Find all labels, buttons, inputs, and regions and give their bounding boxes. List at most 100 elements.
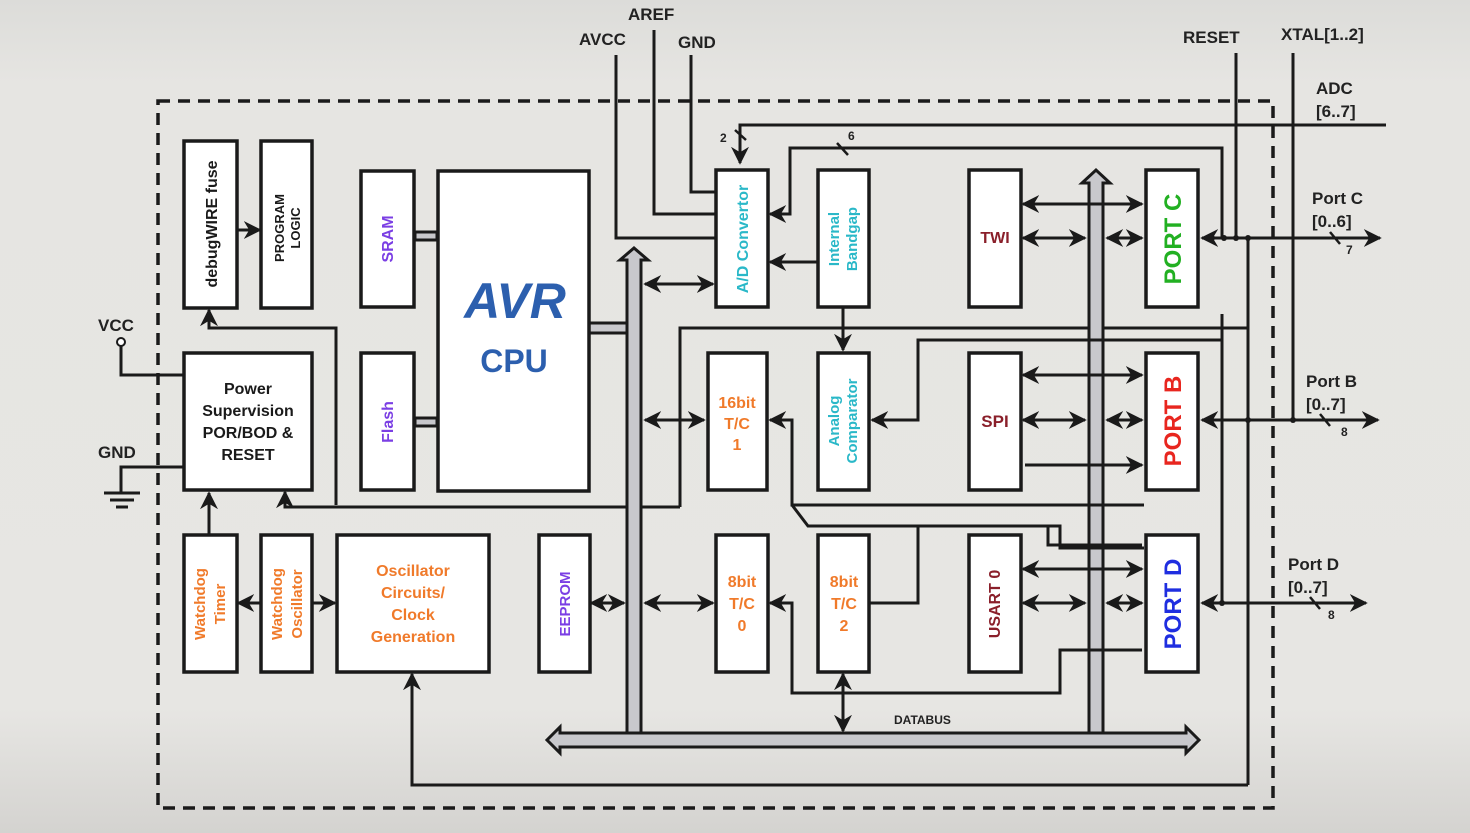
block-label: PORT C (1160, 194, 1187, 285)
wire-port-tc0 (768, 594, 1142, 695)
block-sram[interactable]: SRAM (359, 169, 416, 309)
block-label: Power (224, 381, 272, 398)
block-power-supervision[interactable]: Power Supervision POR/BOD & RESET (182, 351, 314, 492)
pin-label-adc: ADC (1316, 79, 1353, 98)
wire-adc-67 (731, 123, 1386, 165)
block-label: SPI (981, 412, 1008, 431)
ground-symbol-icon (104, 491, 140, 509)
block-label: 16bit (718, 395, 756, 412)
block-watchdog-timer[interactable]: Watchdog Timer (182, 533, 239, 674)
block-label: CPU (480, 343, 548, 379)
block-label: Generation (371, 629, 455, 646)
block-label: Flash (380, 401, 397, 443)
pin-label-reset: RESET (1183, 28, 1240, 47)
block-label: PROGRAM (272, 194, 287, 262)
bus-sram-cpu (413, 230, 439, 242)
block-spi[interactable]: SPI (967, 351, 1023, 492)
wire-avcc (614, 55, 716, 240)
block-port-b[interactable]: PORT B (1144, 351, 1200, 492)
wire-vcc (119, 346, 184, 377)
block-label: POR/BOD & (203, 425, 294, 442)
databus-label: DATABUS (894, 713, 951, 727)
block-label: Supervision (202, 403, 294, 420)
block-label: 2 (840, 618, 849, 635)
block-internal-bandgap[interactable]: Internal Bandgap (816, 168, 871, 309)
wire-portc-adc (768, 146, 1224, 238)
block-twi[interactable]: TWI (967, 168, 1023, 309)
block-usart0[interactable]: USART 0 (967, 533, 1023, 674)
block-label: PORT B (1160, 376, 1187, 467)
wire-gnd-top (689, 55, 716, 194)
wire-tc1-portd (790, 504, 1144, 550)
block-label: USART 0 (987, 570, 1004, 639)
databus-vertical-left (615, 246, 653, 737)
junction (1233, 235, 1239, 241)
block-label: Bandgap (844, 207, 861, 271)
block-label: RESET (221, 447, 275, 464)
pin-label-portc-range: [0..6] (1312, 212, 1352, 231)
block-label: Comparator (844, 378, 861, 463)
block-label: Oscillator (289, 569, 306, 638)
block-label: Watchdog (192, 568, 209, 640)
block-label: T/C (831, 596, 857, 613)
block-label: Internal (826, 212, 843, 266)
wire-reset-debugwire (200, 308, 338, 505)
block-label: Watchdog (269, 568, 286, 640)
block-tc1-16bit[interactable]: 16bit T/C 1 (706, 351, 769, 492)
block-label: SRAM (380, 215, 397, 262)
block-label: TWI (980, 230, 1009, 247)
block-label: T/C (729, 596, 755, 613)
pin-label-portd-range: [0..7] (1288, 578, 1328, 597)
bus-slash-adc (734, 129, 747, 141)
block-label: LOGIC (288, 207, 303, 249)
bus-width-adc-mux: 2 (720, 131, 727, 145)
bus-cpu-databus (587, 321, 631, 335)
pin-label-portd: Port D (1288, 555, 1339, 574)
databus-horizontal (544, 723, 1202, 757)
bus-width-portc: 7 (1346, 243, 1353, 257)
bus-slash-portd (1309, 596, 1321, 610)
bus-width-bandgap: 6 (848, 129, 855, 143)
block-label: T/C (724, 416, 750, 433)
wire-gnd-left (119, 465, 184, 492)
block-analog-comparator[interactable]: Analog Comparator (816, 351, 871, 492)
block-label: Analog (826, 396, 843, 447)
block-label: Timer (212, 584, 229, 625)
block-watchdog-oscillator[interactable]: Watchdog Oscillator (259, 533, 314, 674)
bus-flash-cpu (413, 416, 439, 428)
bus-width-portb: 8 (1341, 425, 1348, 439)
block-label: EEPROM (557, 571, 574, 636)
block-tc0-8bit[interactable]: 8bit T/C 0 (714, 533, 770, 674)
block-ad-converter[interactable]: A/D Convertor (714, 168, 770, 309)
block-program-logic[interactable]: PROGRAM LOGIC (259, 139, 314, 310)
block-port-c[interactable]: PORT C (1144, 168, 1200, 309)
wire-xtal-clock (403, 672, 1248, 787)
vcc-terminal-icon (116, 337, 126, 347)
block-oscillator-clock-generation[interactable]: Oscillator Circuits/ Clock Generation (335, 533, 491, 674)
wire-reset-power (276, 490, 680, 509)
block-label: PORT D (1160, 559, 1187, 650)
pin-label-avcc: AVCC (579, 30, 626, 49)
block-label: 8bit (728, 574, 757, 591)
junction (1209, 235, 1215, 241)
pin-label-vcc: VCC (98, 316, 134, 335)
block-label: Circuits/ (381, 585, 446, 602)
block-debugwire-fuse[interactable]: debugWIRE fuse (182, 139, 239, 310)
bus-width-portd: 8 (1328, 608, 1335, 622)
block-eeprom[interactable]: EEPROM (537, 533, 592, 674)
block-label: Clock (391, 607, 435, 624)
block-label: A/D Convertor (735, 185, 752, 293)
pin-label-gnd-left: GND (98, 443, 136, 462)
pin-label-adc-range: [6..7] (1316, 102, 1356, 121)
block-flash[interactable]: Flash (359, 351, 416, 492)
block-avr-cpu[interactable]: AVR CPU (436, 169, 591, 493)
block-label: 8bit (830, 574, 859, 591)
junction (1221, 235, 1227, 241)
block-tc2-8bit[interactable]: 8bit T/C 2 (816, 533, 871, 674)
wire-portb-comparator (870, 338, 1222, 429)
bus-slash-portc (1329, 231, 1341, 245)
chip-boundary (156, 99, 1275, 810)
block-label: 1 (733, 437, 742, 454)
block-port-d[interactable]: PORT D (1144, 533, 1200, 674)
